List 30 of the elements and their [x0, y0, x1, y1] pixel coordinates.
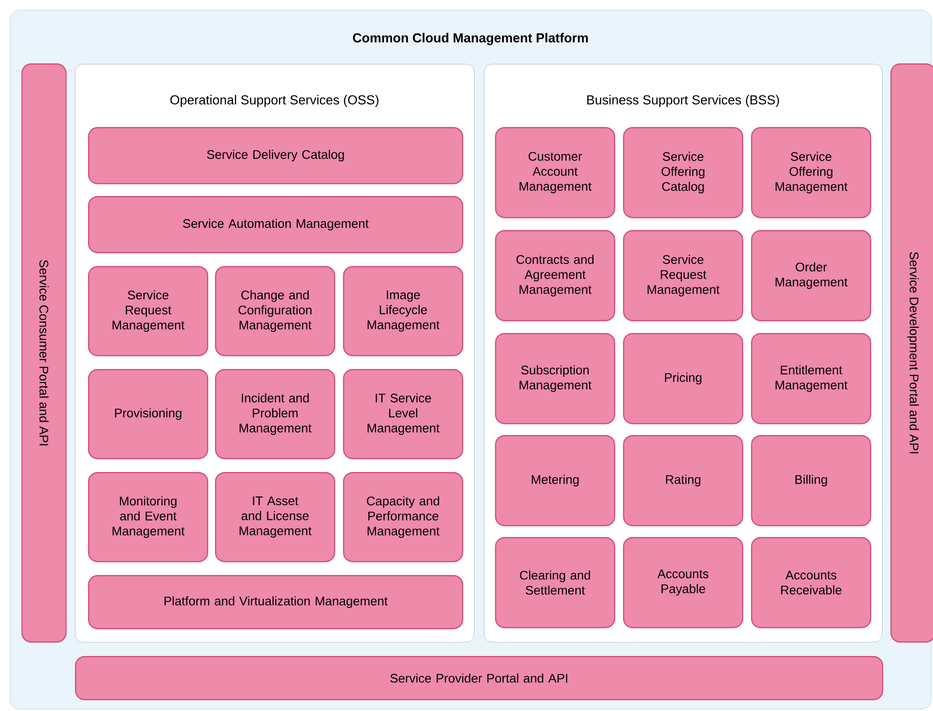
service-box: Accounts Payable — [623, 537, 744, 628]
service-box: Pricing — [623, 333, 744, 424]
service-box: Image Lifecycle Management — [343, 266, 464, 356]
service-box: Subscription Management — [495, 333, 616, 424]
service-box: Capacity and Performance Management — [343, 472, 464, 562]
service-box: Service Request Management — [88, 266, 208, 356]
portal-bar: Service Consumer Portal and API — [21, 63, 67, 643]
service-box: Service Offering Management — [751, 127, 872, 218]
service-box: IT Asset and License Management — [215, 472, 336, 562]
service-box: Order Management — [751, 230, 872, 322]
service-box: Platform and Virtualization Management — [88, 575, 464, 630]
service-box: Incident and Problem Management — [215, 369, 336, 460]
service-box: Metering — [495, 435, 616, 526]
service-box: Service Provider Portal and API — [75, 656, 884, 700]
service-box: Change and Configuration Management — [215, 266, 336, 356]
service-box: Clearing and Settlement — [495, 537, 616, 628]
service-box: Service Delivery Catalog — [88, 127, 464, 184]
service-box: Rating — [623, 435, 744, 526]
service-box: Monitoring and Event Management — [88, 472, 208, 562]
service-box: Billing — [751, 435, 872, 526]
service-box: Service Request Management — [623, 230, 744, 322]
service-box: Service Offering Catalog — [623, 127, 744, 218]
service-box: IT Service Level Management — [343, 369, 464, 460]
portal-bar: Service Development Portal and API — [890, 63, 933, 643]
service-box: Customer Account Management — [495, 127, 616, 218]
service-box: Entitlement Management — [751, 333, 872, 424]
service-box: Accounts Receivable — [751, 537, 872, 628]
service-box: Contracts and Agreement Management — [495, 230, 616, 322]
service-box: Provisioning — [88, 369, 208, 460]
service-box: Service Automation Management — [88, 196, 464, 254]
